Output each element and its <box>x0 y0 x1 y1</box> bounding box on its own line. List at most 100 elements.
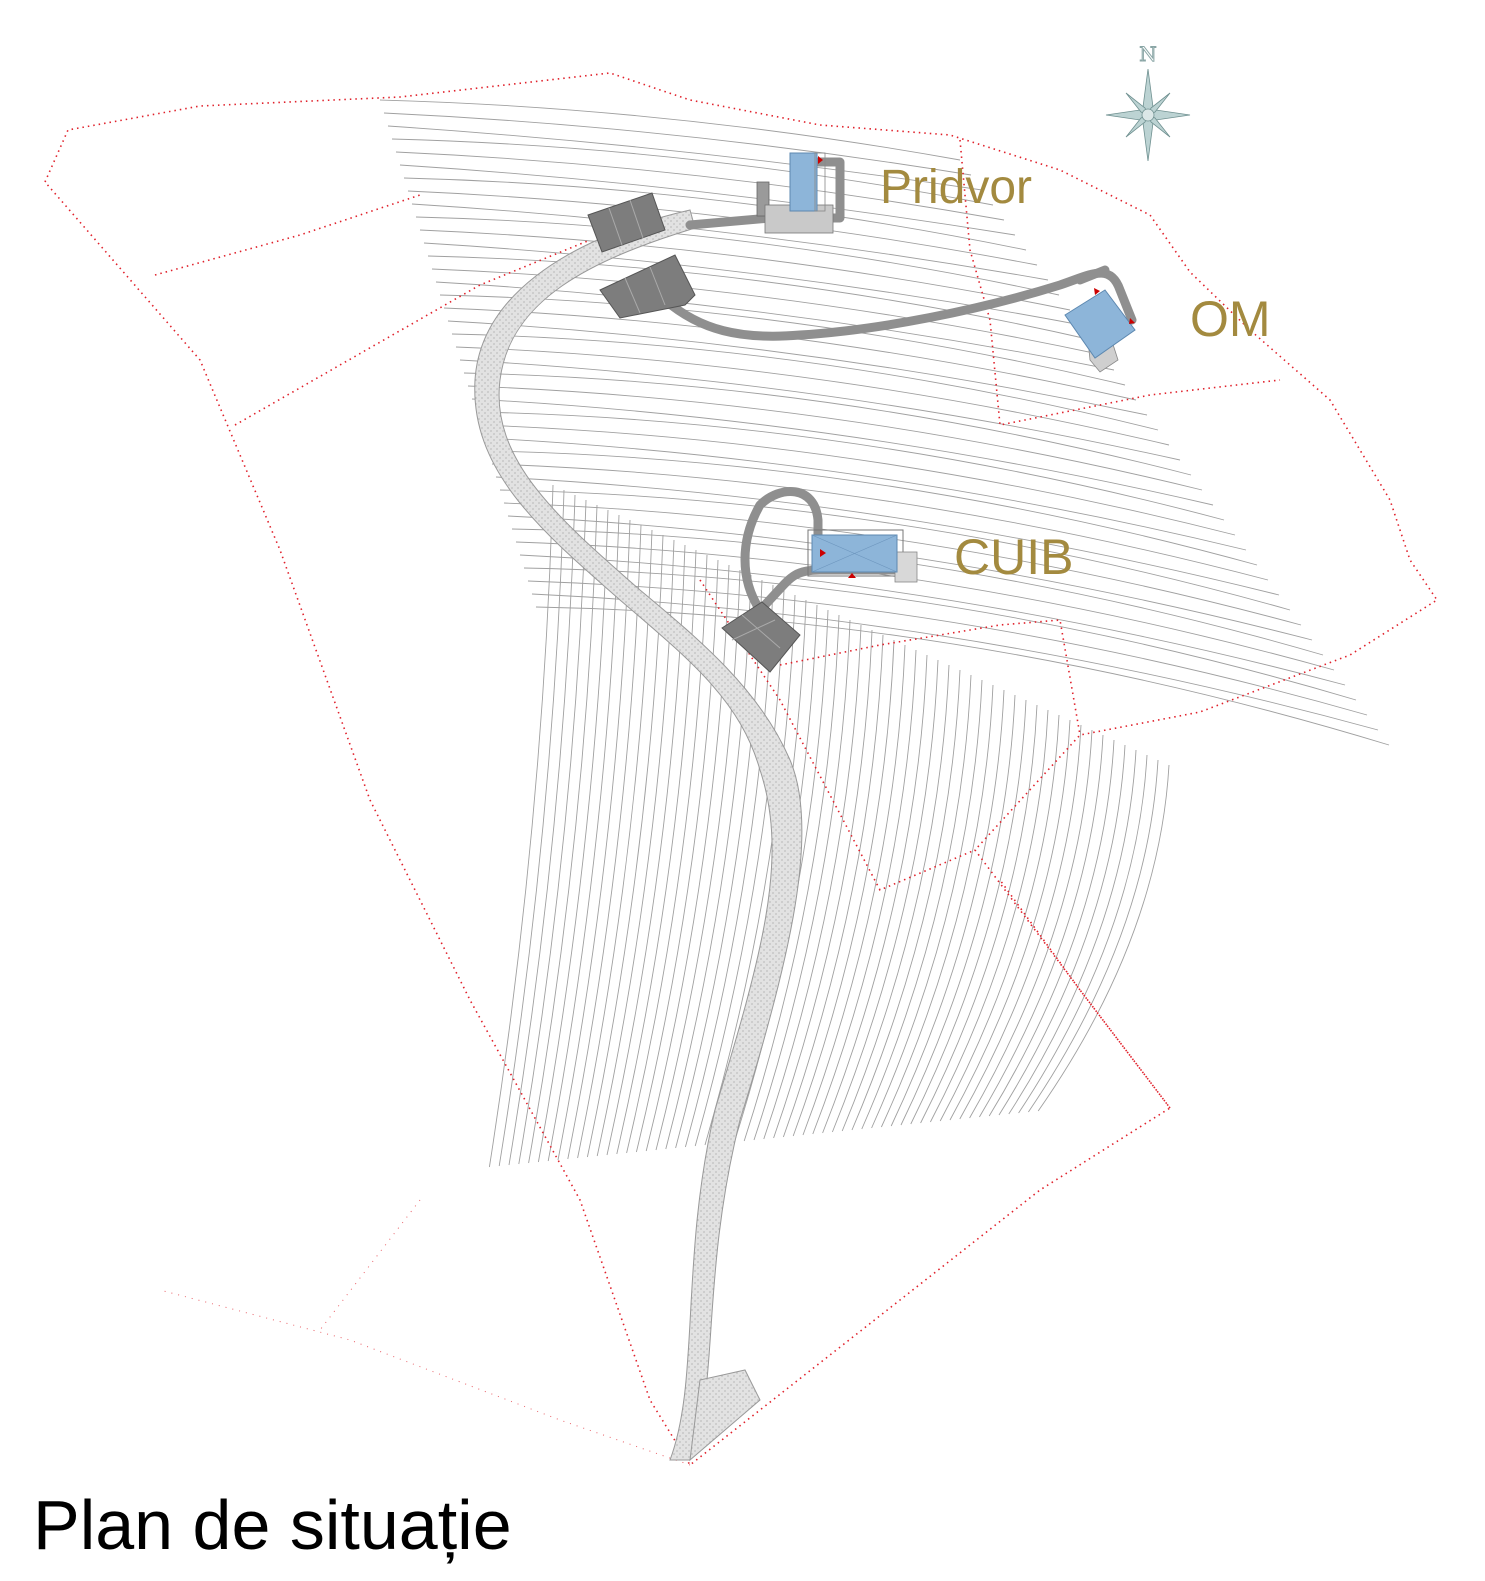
contour-line <box>508 494 576 1166</box>
contour-line <box>802 644 906 1136</box>
path-to-om <box>660 268 1137 341</box>
path-to-cuib-north <box>740 487 823 615</box>
contour-line <box>1028 759 1159 1113</box>
contour-line <box>812 649 917 1135</box>
cuib-terrace <box>894 551 918 583</box>
contour-line <box>998 744 1126 1116</box>
contour-line <box>471 398 1214 506</box>
contour-line <box>655 569 741 1151</box>
parking-north <box>587 192 666 253</box>
entrance-marker-icon <box>848 573 856 578</box>
contour-line <box>851 669 961 1131</box>
building-om[interactable] <box>1064 288 1136 373</box>
contour-line <box>822 654 928 1134</box>
path-om-loop <box>1075 265 1110 285</box>
contour-line <box>704 594 796 1146</box>
entrance-marker-icon <box>1129 318 1135 324</box>
contour-line <box>523 567 1357 701</box>
contour-line <box>900 694 1016 1126</box>
contour-line <box>527 580 1368 716</box>
contour-line <box>431 268 1104 356</box>
contour-line <box>773 629 873 1139</box>
contour-line <box>635 559 719 1153</box>
parcel-line <box>779 619 1081 736</box>
parcel-line <box>159 1289 691 1466</box>
contour-line <box>753 619 851 1141</box>
contour-line <box>419 229 1071 311</box>
parking-divider <box>629 199 644 239</box>
contour-line <box>399 164 1016 236</box>
contour-line <box>920 704 1038 1124</box>
terrain-contour-lines <box>379 99 1390 1168</box>
contour-line <box>519 554 1346 686</box>
contour-line <box>427 255 1093 341</box>
contour-line <box>1018 754 1148 1114</box>
contour-line <box>511 528 1324 656</box>
contour-line <box>415 216 1060 296</box>
contour-line <box>467 385 1203 491</box>
contour-line <box>455 346 1170 446</box>
compass-rose-icon: N <box>1105 42 1191 162</box>
contour-line <box>528 504 598 1164</box>
contour-line <box>515 541 1335 671</box>
contour-line <box>395 151 1005 221</box>
contour-line <box>463 372 1192 476</box>
contour-line <box>391 138 994 206</box>
contour-line <box>557 519 631 1161</box>
compass-north-letter: N <box>1139 42 1157 66</box>
contour-line <box>475 411 1225 521</box>
contour-line <box>479 424 1236 536</box>
contour-line <box>498 489 565 1167</box>
contour-line <box>959 724 1082 1120</box>
entrance-marker-icon <box>818 156 823 164</box>
cuib-roof-ridge <box>811 534 898 573</box>
parcel-line <box>234 239 591 426</box>
contour-line <box>939 714 1060 1122</box>
contour-line <box>871 679 983 1129</box>
boundary-outline <box>44 72 1439 1467</box>
contour-line <box>694 589 785 1147</box>
contour-line <box>743 614 840 1142</box>
parking-divider <box>624 277 641 314</box>
contour-line <box>459 359 1181 461</box>
contour-line <box>499 489 1291 611</box>
contour-line <box>988 739 1115 1117</box>
contour-line <box>979 734 1104 1118</box>
compass-center <box>1141 108 1155 122</box>
road-entrance <box>689 1369 761 1462</box>
contour-line <box>537 509 609 1163</box>
pridvor-roof <box>789 152 818 212</box>
om-roof <box>1064 289 1136 359</box>
contour-line <box>447 320 1148 416</box>
parking-divider <box>608 207 623 246</box>
contour-line <box>383 112 972 176</box>
contour-line <box>890 689 1005 1127</box>
building-cuib[interactable] <box>807 529 918 583</box>
contour-line <box>491 463 1269 581</box>
entrance-marker-icon <box>1094 288 1100 295</box>
contour-line <box>547 514 620 1162</box>
contour-line <box>841 664 950 1132</box>
contour-line <box>567 524 642 1160</box>
contour-line <box>1037 764 1170 1112</box>
pridvor-deck <box>814 152 826 212</box>
contour-line <box>969 729 1093 1119</box>
parcel-line <box>154 194 421 276</box>
parking-divider <box>731 619 776 641</box>
contour-line <box>930 709 1049 1123</box>
path-to-pridvor <box>685 157 845 230</box>
parking-block <box>599 254 696 319</box>
access-road <box>474 209 803 1462</box>
contour-line <box>910 699 1027 1125</box>
parking-divider <box>649 266 666 306</box>
parking-areas <box>587 192 801 673</box>
label-pridvor: Pridvor <box>880 161 1033 214</box>
parking-block <box>721 601 801 673</box>
road-surface <box>474 209 803 1461</box>
neighbor-boundary <box>159 1199 691 1466</box>
building-pridvor[interactable] <box>756 152 834 234</box>
contour-line <box>782 634 884 1138</box>
contour-line <box>495 476 1280 596</box>
